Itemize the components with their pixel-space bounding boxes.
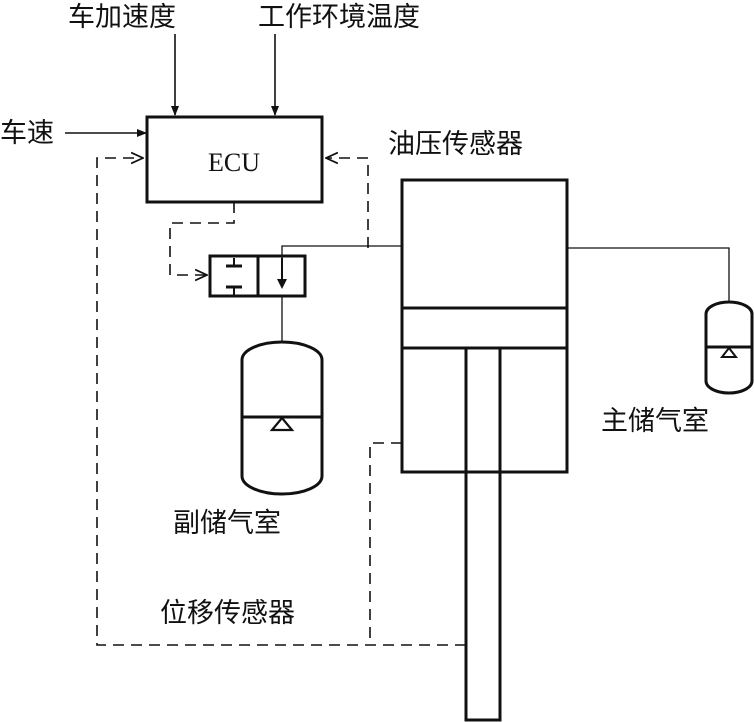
main-accumulator xyxy=(704,300,754,395)
ecu-label: ECU xyxy=(208,148,260,177)
solenoid-valve xyxy=(208,254,307,298)
main-accumulator-label: 主储气室 xyxy=(601,406,709,437)
working-temperature-label: 工作环境温度 xyxy=(258,2,420,33)
hydraulic-cylinder xyxy=(400,178,569,722)
oil-pressure-sensor-label: 油压传感器 xyxy=(388,129,523,160)
oil-pressure-feedback-line xyxy=(326,158,369,248)
vehicle-speed-label: 车速 xyxy=(0,118,54,149)
displacement-sensor-label: 位移传感器 xyxy=(160,598,295,629)
displacement-feedback-line xyxy=(96,158,466,646)
vehicle-acceleration-label: 车加速度 xyxy=(68,2,176,33)
ecu-valve-control-line xyxy=(169,202,235,275)
displacement-sensor-connector xyxy=(369,442,402,645)
auxiliary-accumulator xyxy=(240,340,324,496)
cylinder-valve-pipe xyxy=(281,245,402,258)
cylinder-main-accumulator-pipe xyxy=(567,247,730,302)
auxiliary-accumulator-label: 副储气室 xyxy=(173,508,281,539)
